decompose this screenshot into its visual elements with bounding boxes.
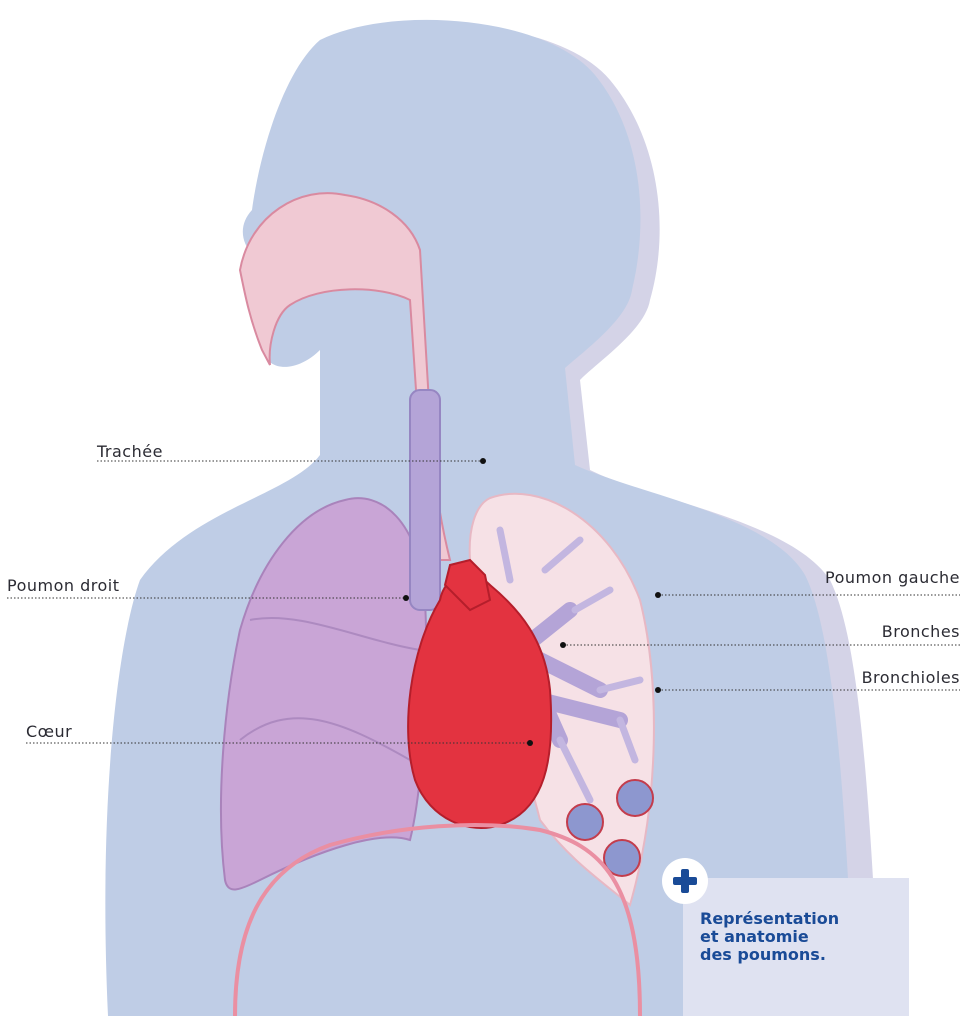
plus-icon	[671, 867, 699, 895]
dot-poumon-gauche	[655, 592, 661, 598]
dot-bronches	[560, 642, 566, 648]
label-trachee: Trachée	[97, 442, 163, 461]
info-card-text: Représentation et anatomie des poumons.	[700, 910, 900, 964]
plus-badge	[662, 858, 708, 904]
dot-bronchioles	[655, 687, 661, 693]
label-poumon-gauche: Poumon gauche	[825, 568, 960, 587]
dot-trachee	[480, 458, 486, 464]
dot-coeur	[527, 740, 533, 746]
label-bronches: Bronches	[882, 622, 960, 641]
trachea	[410, 390, 440, 610]
label-poumon-droit: Poumon droit	[7, 576, 120, 595]
label-bronchioles: Bronchioles	[862, 668, 960, 687]
dot-poumon-droit	[403, 595, 409, 601]
label-coeur: Cœur	[26, 722, 72, 741]
